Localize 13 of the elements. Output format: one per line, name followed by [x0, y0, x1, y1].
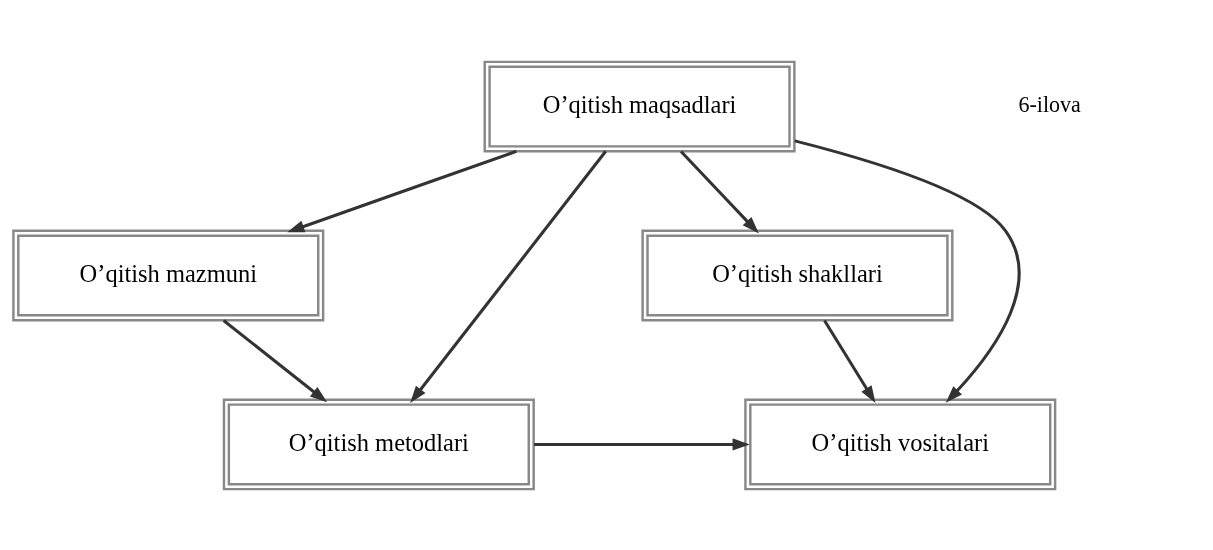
node-box: O’qitish shakllari — [641, 229, 954, 321]
label: 6-ilova — [1018, 91, 1081, 117]
node-box: O’qitish mazmuni — [12, 229, 325, 321]
node-box: O’qitish maqsadlari — [483, 60, 796, 152]
arrow — [410, 149, 607, 403]
arrow — [679, 150, 759, 234]
arrow — [823, 319, 876, 403]
arrow — [287, 149, 517, 232]
node-box: O’qitish metodlari — [222, 398, 535, 490]
arrow — [534, 437, 750, 450]
node-box: O’qitish vositalari — [744, 398, 1057, 490]
arrow — [222, 318, 328, 402]
arrow — [794, 138, 1021, 403]
